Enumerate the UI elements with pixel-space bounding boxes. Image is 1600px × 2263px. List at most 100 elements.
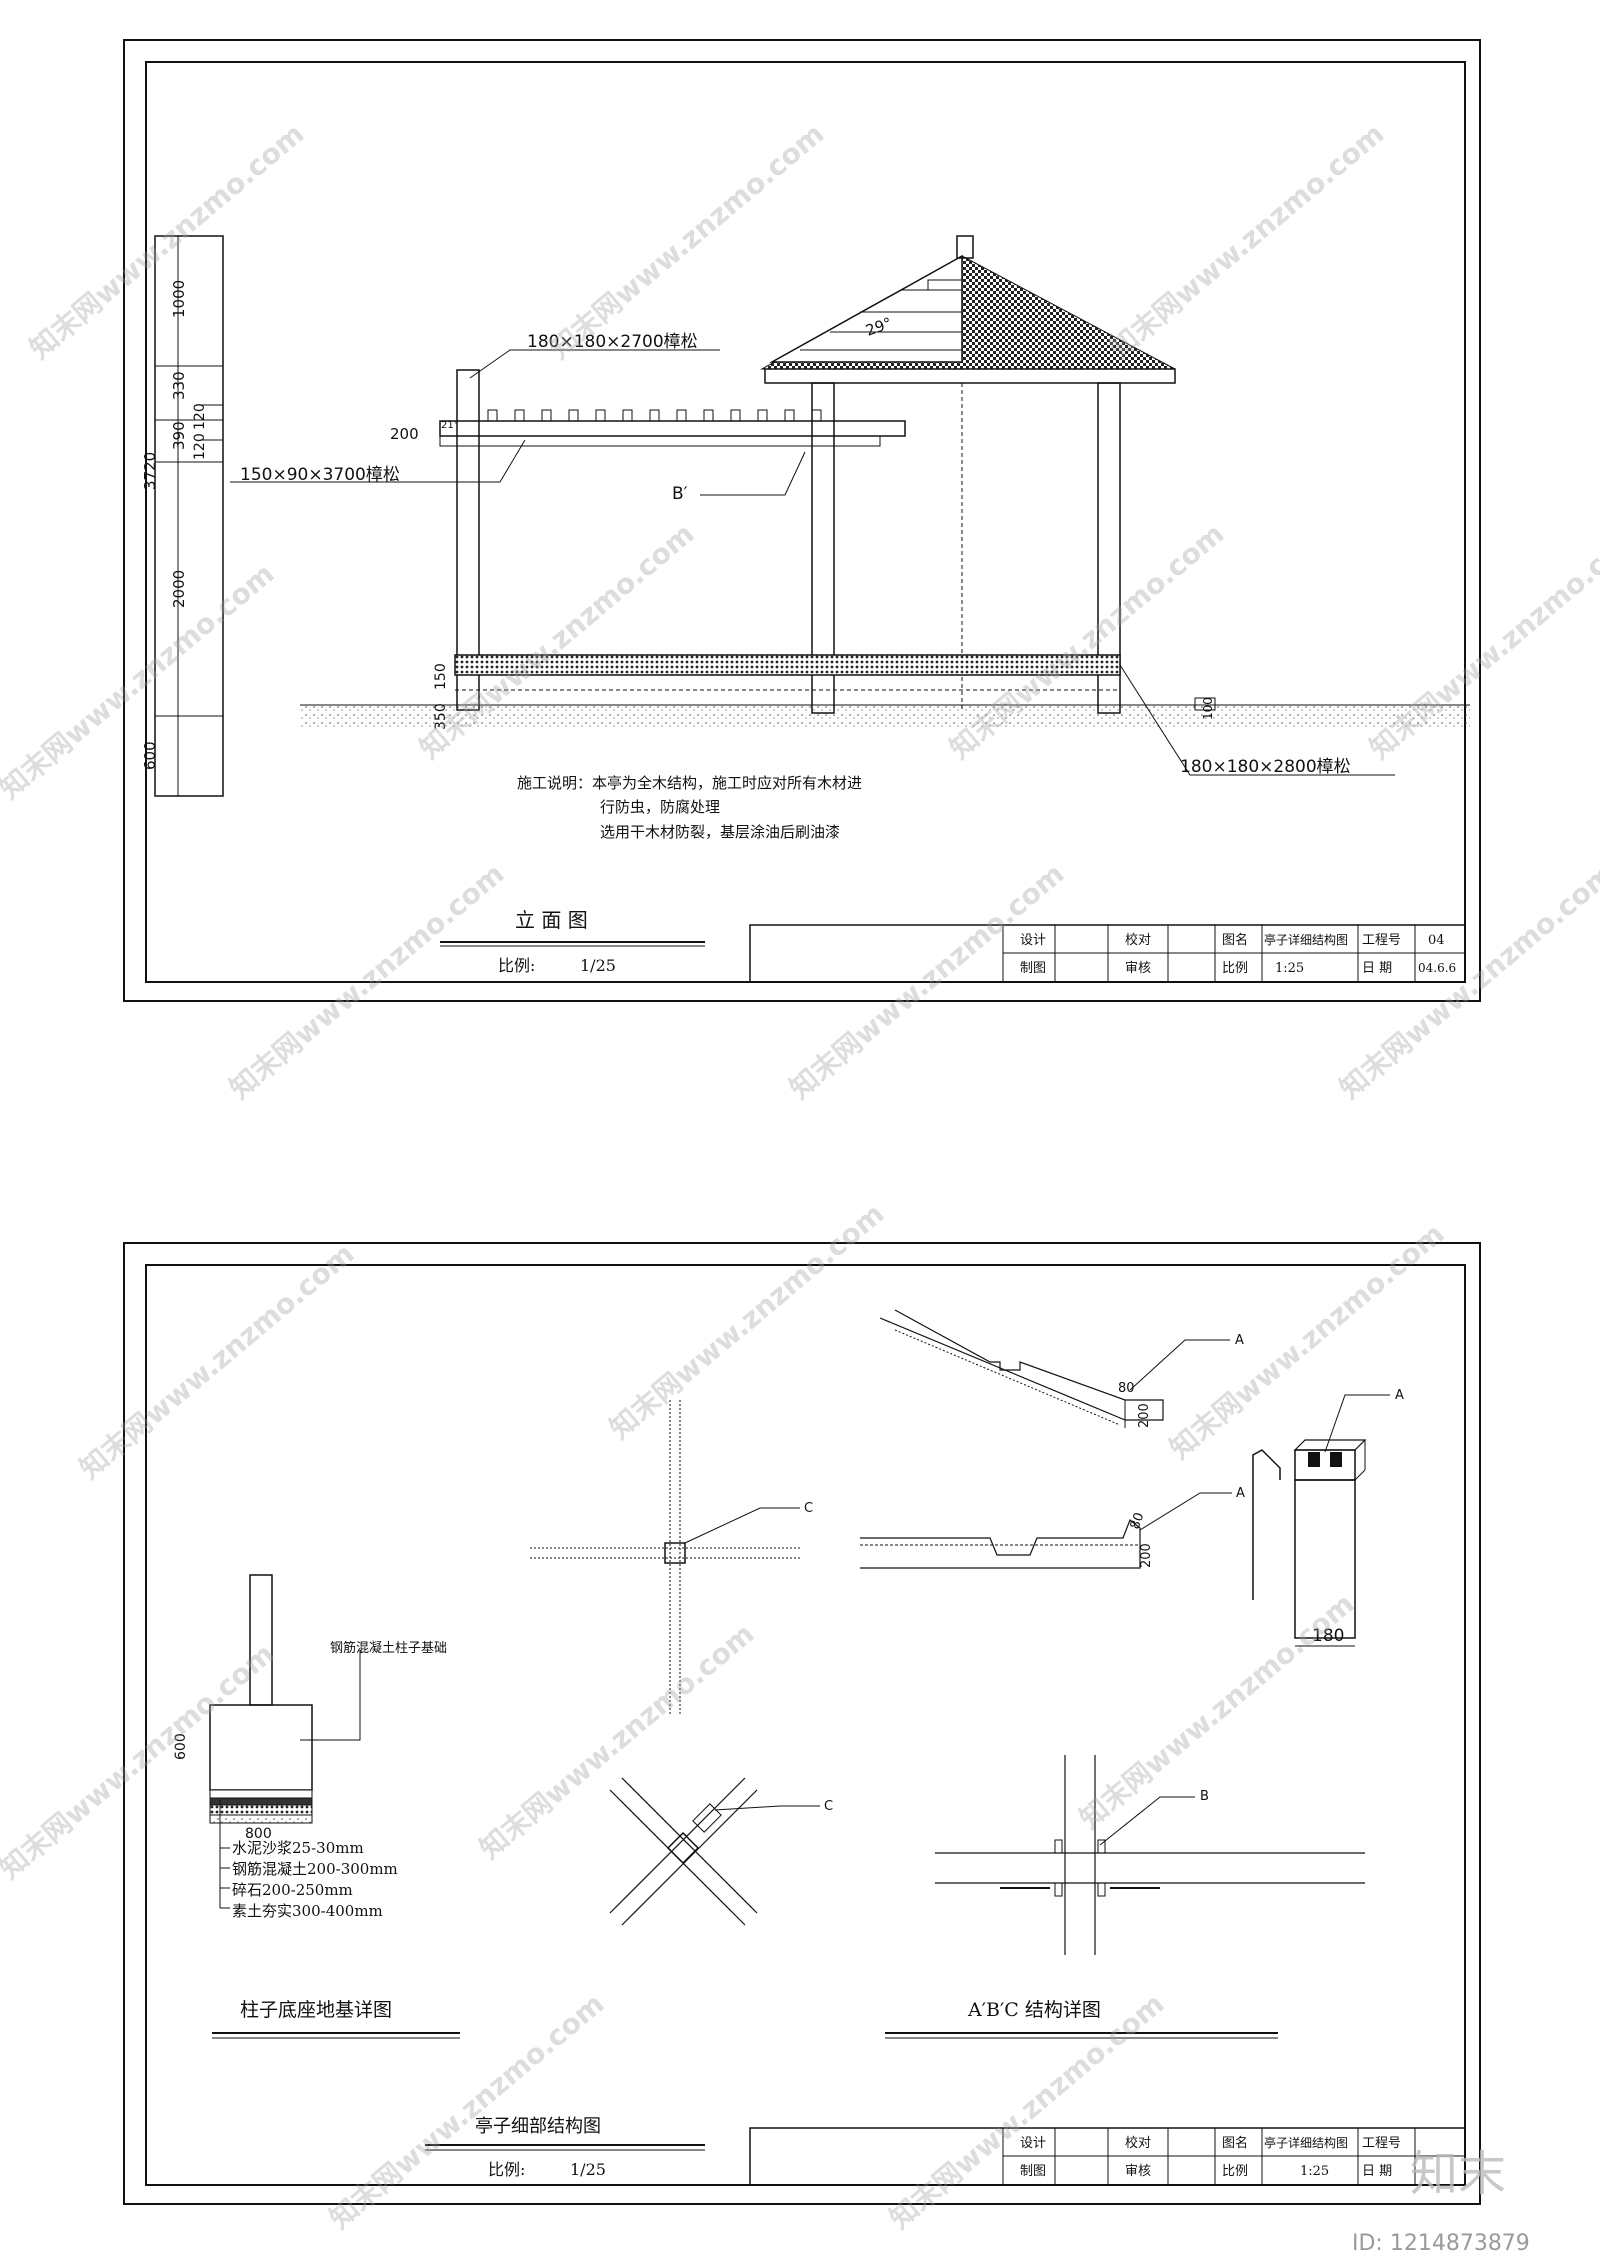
id-text: ID: 1214873879 [1352, 2231, 1530, 2256]
tb2-name-label: 图名 [1222, 2135, 1248, 2151]
layer-3: 碎石200-250mm [232, 1881, 353, 1899]
tb1-scale-value: 1:25 [1275, 961, 1304, 976]
dim-1000: 1000 [170, 280, 188, 318]
foundation-label: 钢筋混凝土柱子基础 [330, 1640, 447, 1656]
rafter-block [784, 409, 795, 422]
tb2-proj-label: 工程号 [1362, 2136, 1401, 2151]
dim-150: 150 [433, 663, 449, 690]
pergola-rafters [487, 409, 822, 422]
tb2-scale-label: 比例 [1222, 2164, 1248, 2179]
angle-21-label: 21° [441, 420, 459, 431]
rafter-block [676, 409, 687, 422]
label-post: 180×180×2800樟松 [1180, 757, 1351, 777]
rafter-block [541, 409, 552, 422]
joint-b-detail: B A′B′C 结构详图 [885, 1755, 1365, 2039]
tb1-date-value: 04.6.6 [1418, 961, 1456, 975]
ground-hatch [300, 705, 1470, 727]
rafter-block [703, 409, 714, 422]
tb1-drawn: 制图 [1020, 961, 1046, 976]
watermark-text: 知末网www.znzmo.com [1073, 1587, 1360, 1835]
callout-a3: A [1395, 1388, 1404, 1403]
tb1-scale-label: 比例 [1222, 961, 1248, 976]
watermark-text: 知末网www.znzmo.com [943, 517, 1230, 765]
title-block-1: 设计 制图 校对 审核 图名 亭子详细结构图 比例 1:25 工程号 04 日 … [749, 924, 1466, 983]
rafter-detail-top: 80 200 A [879, 1309, 1244, 1428]
layer-1: 水泥沙浆25-30mm [232, 1839, 364, 1857]
dim-390: 390 [170, 421, 188, 450]
note-line-2: 行防虫，防腐处理 [600, 798, 720, 816]
sheet2-title: 亭子细部结构图 比例: 1/25 [425, 2116, 705, 2179]
tb2-design: 设计 [1020, 2136, 1046, 2151]
dim-800-foundation: 800 [245, 1826, 272, 1842]
dim-330: 330 [170, 371, 188, 400]
tb1-check: 校对 [1125, 932, 1151, 948]
tb2-date-label: 日 期 [1362, 2164, 1392, 2179]
sheet2: 600 800 钢筋混凝土柱子基础 水泥沙浆25-30mm 钢筋混凝土200-3… [123, 1242, 1481, 2205]
pergola-beam-lower [439, 435, 881, 447]
eave-beam [764, 368, 1176, 384]
sheet1-title: 立 面 图 比例: 1/25 [440, 908, 705, 975]
dim-100: 100 [1201, 697, 1215, 720]
sheet1-inner-border [145, 61, 1466, 983]
sheet1-outer-border [123, 39, 1481, 1002]
rafter-block [622, 409, 633, 422]
post-right [1097, 382, 1121, 714]
tb1-design: 设计 [1020, 933, 1046, 948]
label-beam-mid: 150×90×3700樟松 [240, 465, 400, 485]
foundation-detail: 600 800 钢筋混凝土柱子基础 水泥沙浆25-30mm 钢筋混凝土200-3… [173, 1574, 460, 2039]
note-line-1: 施工说明：本亭为全木结构，施工时应对所有木材进 [517, 774, 862, 792]
pergola-beam [439, 420, 906, 437]
callout-a1: A [1235, 1333, 1244, 1348]
watermark-text: 知末网www.znzmo.com [1163, 1217, 1450, 1465]
dim-180: 180 [1312, 1626, 1344, 1646]
watermark-text: 知末网www.znzmo.com [1363, 517, 1600, 765]
tb2-review: 审核 [1125, 2164, 1151, 2179]
elevation-title: 立 面 图 [515, 908, 588, 932]
rafter-block [514, 409, 525, 422]
tb1-review: 审核 [1125, 961, 1151, 976]
scale-label-2: 比例: [488, 2160, 525, 2179]
post-top-detail: 180 A [1252, 1388, 1404, 1647]
logo-mark: 知末 [1410, 2146, 1506, 2202]
dim-80-mid: 80 [1128, 1511, 1148, 1532]
scale-value: 1/25 [580, 956, 616, 975]
joint-c-plan: C [530, 1400, 813, 1715]
label-beam-top: 180×180×2700樟松 [527, 332, 698, 352]
watermark-text: 知末网www.znzmo.com [23, 117, 310, 365]
dim-600-foundation: 600 [173, 1733, 189, 1760]
rafter-block [730, 409, 741, 422]
watermark-text: 知末网www.znzmo.com [603, 1197, 890, 1445]
scale-value-2: 1/25 [570, 2160, 606, 2179]
joint-c-diagonal: C [609, 1777, 833, 1926]
sheet1: 1000 330 390 120 120 3720 2000 600 200 2… [123, 39, 1481, 1002]
sheet2-outer-border [123, 1242, 1481, 2205]
dim-120a: 120 [192, 403, 208, 430]
callout-a2: A [1236, 1486, 1245, 1501]
rafter-block [595, 409, 606, 422]
dim-80-top: 80 [1118, 1381, 1135, 1396]
rafter-block [811, 409, 822, 422]
tb2-name-value: 亭子详细结构图 [1264, 2135, 1348, 2150]
dimension-chain: 1000 330 390 120 120 3720 2000 600 [141, 235, 224, 797]
callout-c1: C [804, 1501, 813, 1516]
watermark-text: 知末网www.znzmo.com [73, 1237, 360, 1485]
roof-finial [956, 235, 974, 259]
tb1-proj-label: 工程号 [1362, 933, 1401, 948]
rafter-block [568, 409, 579, 422]
layer-4: 素土夯实300-400mm [232, 1902, 383, 1920]
rafter-block [487, 409, 498, 422]
construction-notes: 施工说明：本亭为全木结构，施工时应对所有木材进 行防虫，防腐处理 选用干木材防裂… [517, 774, 862, 841]
foundation-title: 柱子底座地基详图 [240, 1999, 392, 2021]
dim-200-mid: 200 [1139, 1543, 1154, 1568]
leaders: 180×180×2700樟松 150×90×3700樟松 B′ 180×180×… [230, 332, 1395, 777]
dim-200-label: 200 [390, 425, 419, 443]
tb2-check: 校对 [1125, 2135, 1151, 2151]
structure-title: A′B′C 结构详图 [967, 1999, 1101, 2021]
pergola: 200 21° [390, 369, 906, 711]
watermark-text: 知末网www.znzmo.com [323, 1987, 610, 2235]
title-block-2: 设计 制图 校对 审核 图名 亭子详细结构图 比例 1:25 工程号 日 期 [749, 2127, 1466, 2186]
main-title: 亭子细部结构图 [475, 2116, 601, 2137]
dim-200-top: 200 [1137, 1403, 1152, 1428]
dim-120b: 120 [192, 433, 208, 460]
